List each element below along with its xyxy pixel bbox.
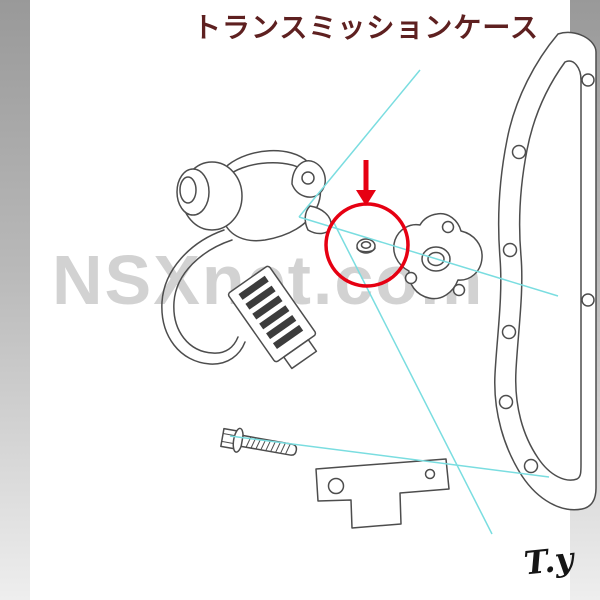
transmission-gasket — [494, 31, 597, 511]
leader-lines — [229, 69, 559, 535]
mounting-hole — [301, 171, 315, 185]
sealing-washer — [356, 238, 376, 254]
mounting-bracket — [315, 458, 450, 529]
sensor-flange — [393, 212, 483, 300]
flange-bolt — [220, 427, 298, 456]
artist-signature: T.y — [522, 539, 576, 583]
highlight-arrowhead — [356, 190, 376, 206]
solenoid-assembly — [161, 150, 332, 370]
highlight-marker — [324, 160, 410, 288]
left-frame-bar — [0, 0, 30, 600]
highlight-circle — [324, 202, 410, 288]
wire-connector — [227, 265, 318, 370]
page-title: トランスミッションケース — [192, 12, 540, 43]
